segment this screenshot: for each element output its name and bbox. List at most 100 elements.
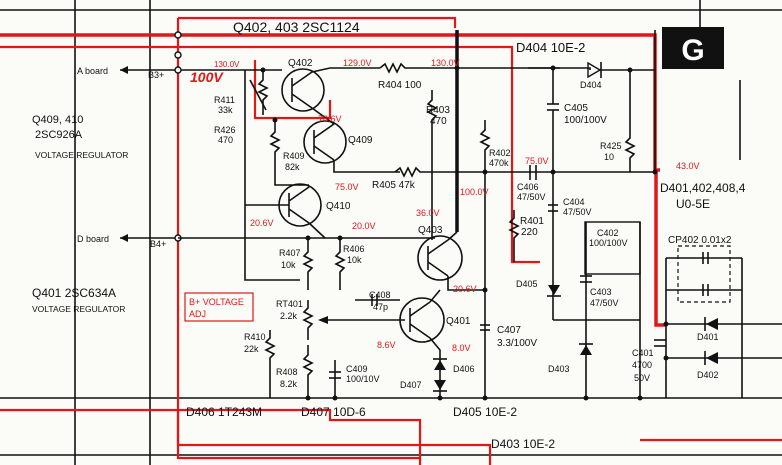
c405-value: 100/100V [564,115,607,126]
r404-symbol [379,62,457,74]
c405-label: C405 [564,103,588,114]
red-left-loop [176,18,420,460]
r425-symbol [624,130,636,172]
d404-symbol [587,61,602,79]
left-loop-wire [244,70,300,281]
q402-label: Q402 [288,58,313,69]
b3-label: B3+ [148,70,164,80]
q401-role: VOLTAGE REGULATOR [32,304,125,314]
r401-value: 220 [521,227,538,238]
d-board-arrow [120,234,128,242]
q402-to-r404 [311,67,380,73]
r408-symbol [302,345,314,398]
d407-label: D407 [400,380,422,390]
c409-label: C409 [346,364,368,374]
d401-group-label: D401,402,408,4 [660,181,746,195]
r402-symbol [479,120,491,172]
voltage-80: 8.0V [452,343,471,353]
r410-symbol [264,330,276,398]
voltage-43: 43.0V [676,161,700,171]
c406-label: C406 [517,182,539,192]
d402-symbol [706,352,718,364]
r403-value: 470 [430,116,447,127]
wire-to-d404 [457,67,591,70]
r406-symbol [334,240,346,290]
node-top-2 [174,51,182,59]
c402-label: C402 [597,228,619,238]
q401-symbol [399,297,445,343]
red-top-loop [178,16,457,28]
b3-terminal [174,66,182,74]
r409-label: R409 [283,151,305,161]
q402-symbol [281,68,325,112]
bottom-d403-note: D403 10E-2 [491,437,555,451]
r403-label: R403 [426,105,450,116]
b4-label: B4+ [150,239,166,249]
d-board-label: D board [77,234,109,244]
q410-e-out [308,222,326,239]
node-top [174,31,182,39]
red-bottom-loop [0,408,422,465]
bottom-d405-note: D405 10E-2 [453,405,517,419]
q409-410-role: VOLTAGE REGULATOR [35,150,128,160]
adj-box-line2: ADJ [189,309,206,319]
q401-part: Q401 2SC634A [32,286,116,300]
r406-value: 10k [347,255,362,265]
voltage-786: 78.6V [318,114,342,124]
d401-label: D401 [697,332,719,342]
r410-value: 22k [244,344,259,354]
c402-value: 100/100V [589,238,628,248]
adj-box-line1: B+ VOLTAGE [189,297,244,307]
r409-to-q410 [274,170,309,186]
q403-label: Q403 [418,225,443,236]
voltage-hand: 100V [190,69,224,85]
c408-value: 47p [373,302,388,312]
d405-label: D405 [516,279,538,289]
junction-dots [260,65,669,401]
r408-label: R408 [276,367,298,377]
q402-q409 [311,107,335,125]
d401-symbol [706,318,718,330]
q409-symbol [303,120,347,164]
top-transistors-label: Q402, 403 2SC1124 [233,19,360,35]
voltage-36: 36.0V [416,208,440,218]
c407-value: 3.3/100V [497,338,537,349]
r411-value: 33k [218,105,233,115]
q409-out [333,160,400,173]
voltage-130: 130.0V [431,58,460,68]
rt401-value: 2.2k [280,311,298,321]
r408-value: 8.2k [280,379,298,389]
voltage-20: 20.0V [352,221,376,231]
q403-out [447,276,485,291]
r411-label: R411 [214,95,235,105]
voltage-75b: 75.0V [525,156,549,166]
voltage-100: 100.0V [460,187,489,197]
r405-symbol [394,166,540,178]
corner-badge-box [662,27,724,69]
rt401-wiper [318,316,328,324]
c401-value-1: 4700 [632,360,652,370]
red-bottom-2 [176,410,492,465]
r405-label: R405 47k [372,180,416,191]
voltage-75a: 75.0V [335,182,359,192]
r401-label: R401 [520,216,544,227]
d404-note: D404 10E-2 [516,40,585,55]
c409-value: 100/10V [346,374,380,384]
a-board-arrow [120,66,128,74]
bottom-d406-note: D406 1T243M [186,405,262,419]
cp402-label: CP402 0.01x2 [668,235,732,246]
q409-410-type: 2SC926A [35,129,83,141]
r409-symbol [269,120,281,170]
r411-symbol [257,70,269,115]
q403-symbol [417,235,463,281]
d403-label: D403 [548,364,570,374]
r402-value: 470k [489,158,509,168]
d404-label: D404 [580,80,602,90]
rt401-symbol [302,300,314,340]
c408-label: C408 [369,290,391,300]
r410-label: R410 [244,332,266,342]
d405-symbol [548,285,560,295]
q410-collector [288,186,310,202]
